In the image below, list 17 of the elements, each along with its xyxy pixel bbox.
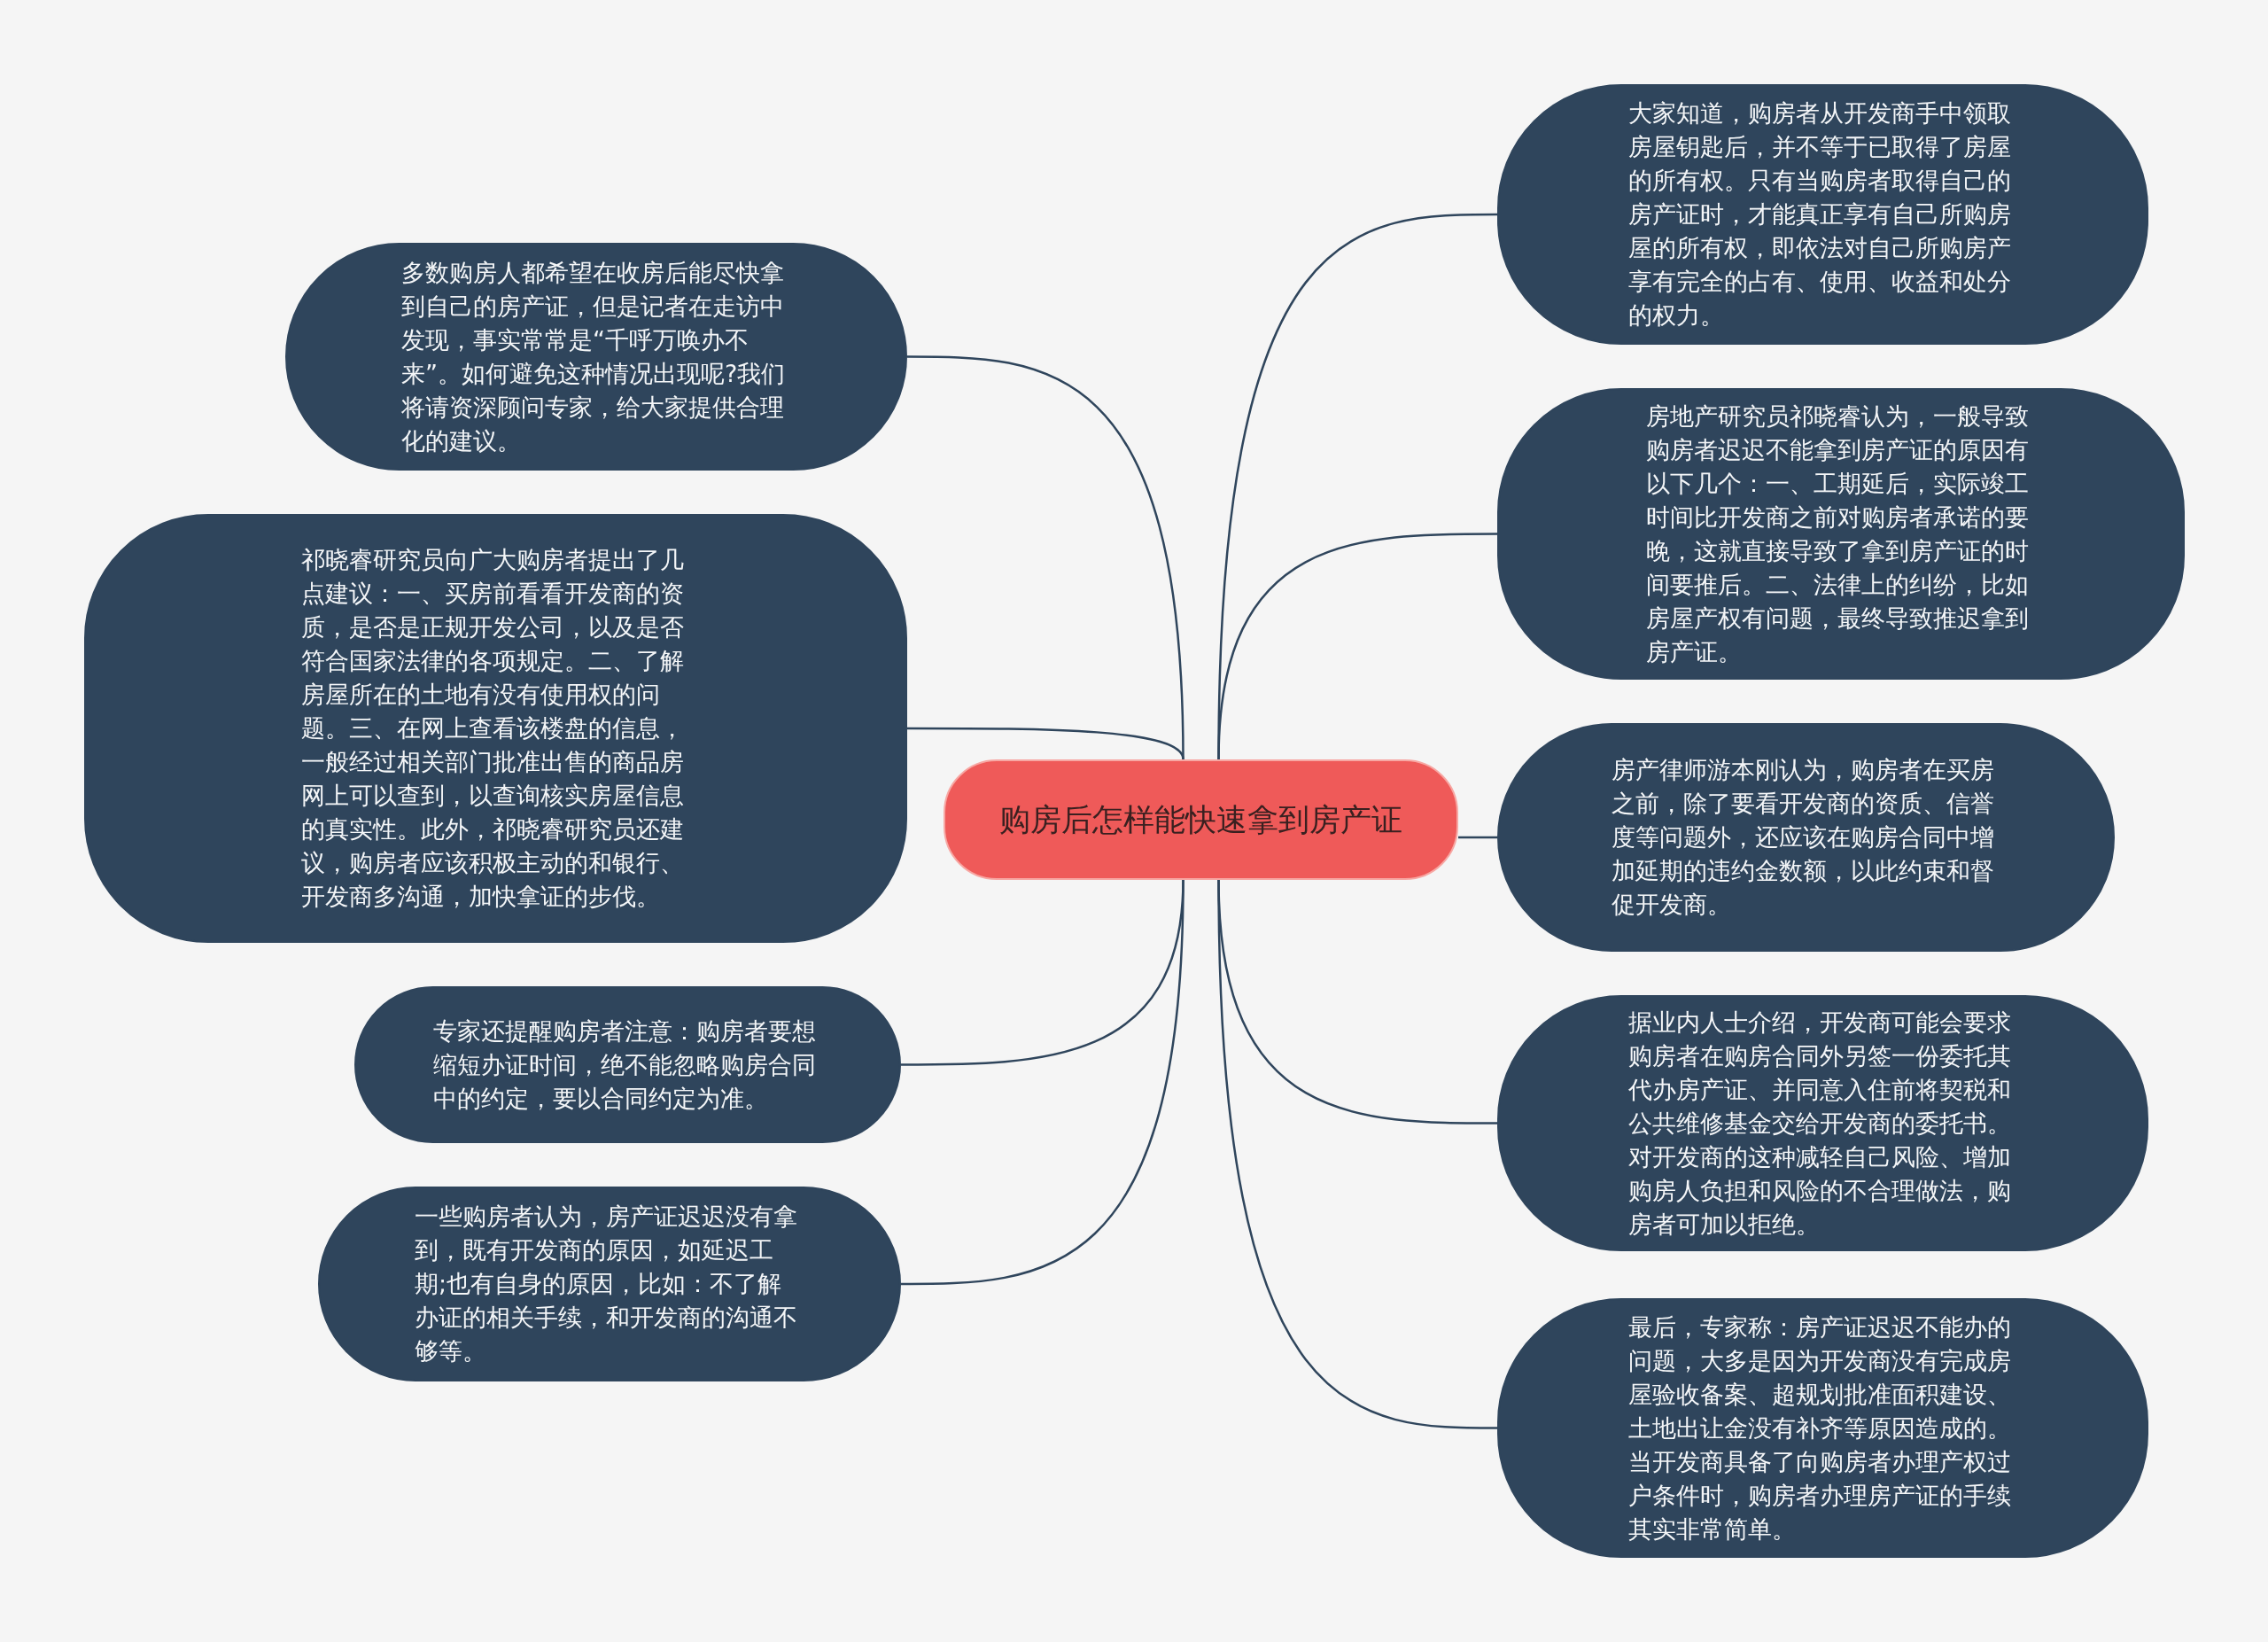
topic-pill (84, 514, 907, 943)
connector-line (1217, 533, 1497, 760)
topic-text: 专家还提醒购房者注意：购房者要想缩短办证时间，绝不能忽略购房合同中的约定，要以合同约定为准。 (432, 1016, 817, 1114)
connector-line (901, 879, 1184, 1286)
connector-line (907, 727, 1184, 760)
topic-text: 大家知道，购房者从开发商手中领取房屋钥匙后，并不等于已取得了房屋的所有权。只有当购房者取得自己的房产证时，才能真正享有自己所购房屋的所有权，即依法对自己所购房产享有完全的占有、使用、收益和处分的权力。 (1627, 98, 2012, 331)
central-topic-text: 购房后怎样能快速拿到房产证 (998, 801, 1403, 839)
topic-text: 房地产研究员祁晓睿认为，一般导致购房者迟迟不能拿到房产证的原因有以下几个：一、工期延后，实际竣工时间比开发商之前对购房者承诺的要晚，这就直接导致了拿到房产证的时间要推后。二、法律上的纠纷，比如房屋产权有问题，最终导致推迟拿到房产证。 (1646, 401, 2030, 667)
connector-line (1458, 836, 1497, 839)
topic-text: 最后，专家称：房产证迟迟不能办的问题，大多是因为开发商没有完成房屋验收备案、超规划批准面积建设、土地出让金没有补齐等原因造成的。当开发商具备了向购房者办理产权过户条件时，购房者办理房产证的手续其实非常简单。 (1627, 1311, 2012, 1545)
topic-text: 房产律师游本刚认为，购房者在买房之前，除了要看开发商的资质、信誉度等问题外，还应该在购房合同中增加延期的违约金数额，以此约束和督促开发商。 (1611, 755, 1995, 920)
topic-text: 祁晓睿研究员向广大购房者提出了几点建议：一、买房前看看开发商的资质，是否是正规开发公司，以及是否符合国家法律的各项规定。二、了解房屋所在的土地有没有使用权的问题。三、在网上查看该楼盘的信息，一般经过相关部门批准出售的商品房网上可以查到，以查询核实房屋信息的真实性。此外，祁晓睿研究员还建议，购房者应该积极主动的和银行、开发商多沟通，加快拿证的步伐。 (300, 545, 685, 912)
topic-text: 一些购房者认为，房产证迟迟没有拿到，既有开发商的原因，如延迟工期;也有自身的原因，比如：不了解办证的相关手续，和开发商的沟通不够等。 (415, 1202, 798, 1366)
topic-text: 据业内人士介绍，开发商可能会要求购房者在购房合同外另签一份委托其代办房产证、并同意入住前将契税和公共维修基金交给开发商的委托书。对开发商的这种减轻自己风险、增加购房人负担和风险的不合理做法，购房者可加以拒绝。 (1627, 1007, 2012, 1240)
topic-text: 多数购房人都希望在收房后能尽快拿到自己的房产证，但是记者在走访中发现，事实常常是“千呼万唤办不来”。如何避免这种情况出现呢?我们将请资深顾问专家，给大家提供合理化的建议。 (401, 257, 787, 456)
connector-line (1217, 879, 1497, 1429)
connector-line (907, 355, 1184, 760)
